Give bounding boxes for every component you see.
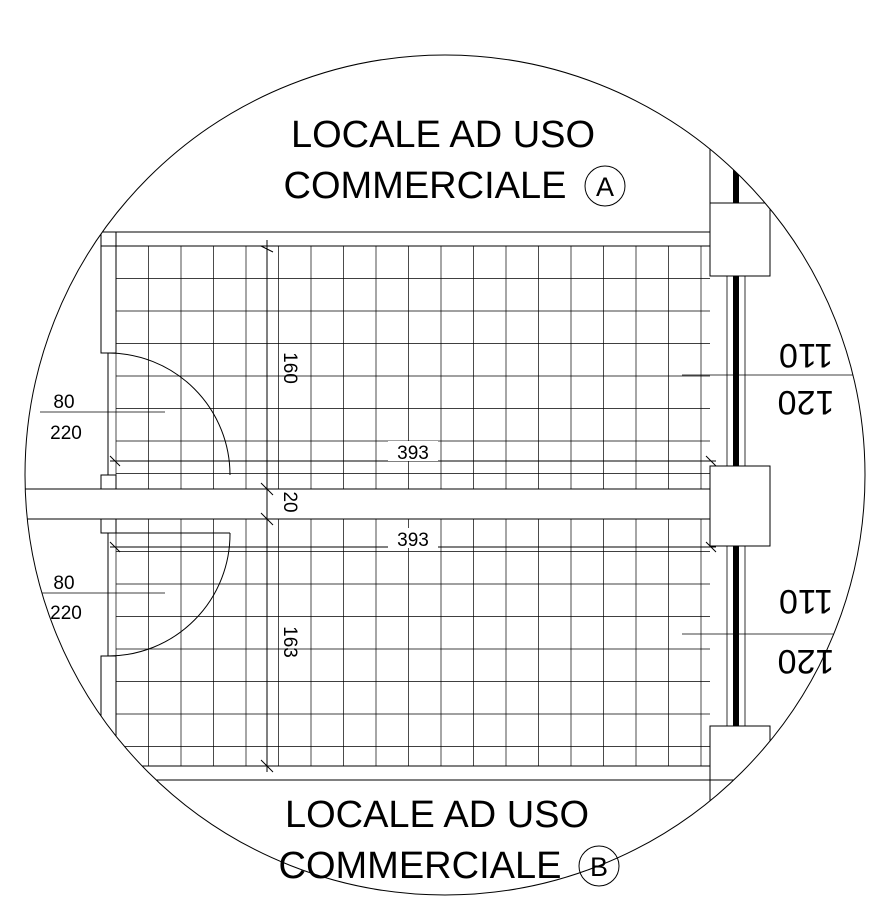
door-top [107, 352, 231, 476]
room-b-label-line1: LOCALE AD USO [285, 794, 589, 836]
window-top-value-b: 120 [778, 383, 835, 421]
room-a-tag: A [596, 172, 614, 202]
room-b-label-line2: COMMERCIALE [279, 845, 562, 887]
window-bottom-value-a: 110 [779, 582, 833, 620]
walls [25, 202, 771, 895]
tile-grid-bottom [115, 518, 710, 766]
dimension-top-width: 393 [397, 443, 429, 464]
dimension-bottom-width: 393 [397, 530, 429, 551]
dimension-top-height: 160 [279, 352, 300, 384]
window-bottom-value-b: 120 [778, 642, 835, 680]
door-bottom-width: 80 [53, 573, 74, 594]
vertical-dimension [260, 240, 274, 773]
dimension-wall-thickness: 20 [279, 491, 300, 512]
dimension-bottom-height: 163 [279, 626, 300, 658]
door-bottom-height: 220 [50, 603, 82, 624]
room-b-tag: B [590, 852, 608, 882]
window-top-value-a: 110 [779, 336, 833, 374]
door-top-height: 220 [50, 423, 82, 444]
door-bottom [107, 532, 231, 657]
room-b-tag-circle [578, 845, 620, 887]
room-a-label-line2: COMMERCIALE [284, 165, 567, 207]
window-frames [726, 170, 746, 726]
tile-grid-top [115, 245, 710, 489]
room-a-tag-circle [584, 165, 626, 207]
detail-circle [24, 54, 866, 896]
door-top-width: 80 [53, 392, 74, 413]
room-a-label-line1: LOCALE AD USO [291, 114, 595, 156]
